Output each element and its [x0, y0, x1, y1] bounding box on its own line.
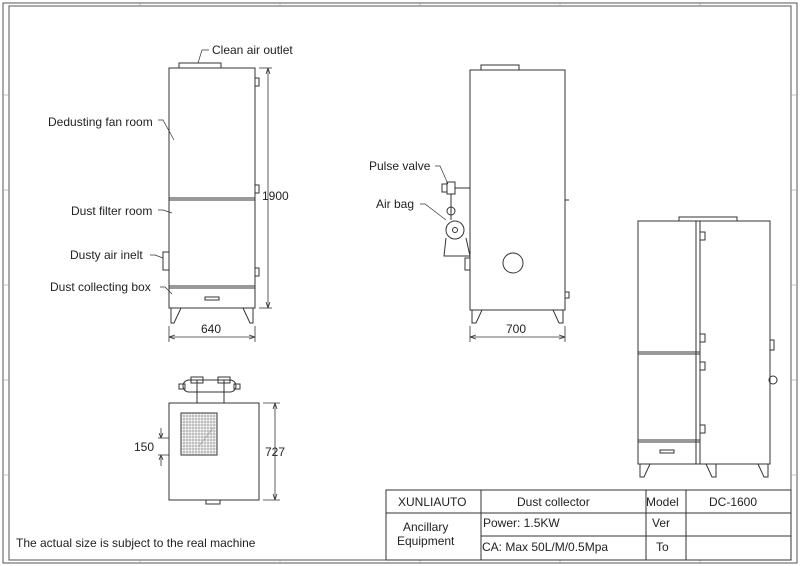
label-dust-filter-room: Dust filter room: [71, 204, 153, 218]
tb-category-line1: Ancillary: [403, 520, 449, 534]
dim-top-offset: 150: [134, 440, 155, 454]
front-leaders: [150, 49, 209, 295]
size-note: The actual size is subject to the real m…: [16, 536, 256, 550]
top-view: [168, 376, 260, 505]
tb-ca: CA: Max 50L/M/0.5Mpa: [482, 540, 609, 554]
border-grid-ticks: [3, 3, 797, 563]
label-pulse-valve: Pulse valve: [369, 159, 431, 173]
tb-model-label: Model: [646, 495, 679, 509]
side-leaders: [420, 165, 449, 221]
rear-view: [637, 216, 778, 478]
front-dimension-lines: [168, 67, 272, 342]
label-clean-air-outlet: Clean air outlet: [212, 43, 293, 57]
label-air-bag: Air bag: [376, 197, 415, 211]
dim-side-depth: 700: [506, 322, 527, 336]
dim-front-width: 640: [201, 322, 222, 336]
tb-power: Power: 1.5KW: [483, 516, 560, 530]
label-dust-collecting-box: Dust collecting box: [50, 280, 151, 294]
tb-product: Dust collector: [517, 495, 590, 509]
tb-company: XUNLIAUTO: [398, 495, 467, 509]
dim-top-depth: 727: [265, 445, 286, 459]
tb-category-line2: Equipment: [397, 534, 455, 548]
title-block-lines: [385, 489, 792, 561]
side-view: [441, 64, 570, 324]
side-dimension-lines: [469, 326, 566, 342]
label-dusty-air-inlet: Dusty air inelt: [70, 248, 143, 262]
label-dedusting-fan-room: Dedusting fan room: [48, 115, 153, 129]
tb-ver-label: Ver: [652, 516, 671, 530]
front-view: [162, 62, 260, 324]
top-dimension-lines: [158, 402, 280, 501]
dim-front-height: 1900: [262, 189, 289, 203]
tb-model-value: DC-1600: [709, 495, 758, 509]
tb-to-label: To: [656, 540, 669, 554]
